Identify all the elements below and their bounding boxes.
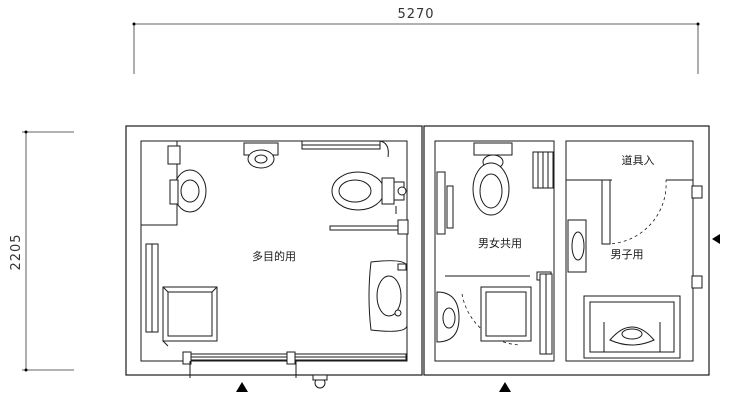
multipurpose-room: 多目的用 [140,140,409,389]
entrance-arrow-3 [712,234,720,244]
storage-label: 道具入 [622,153,655,167]
width-dimension: 5270 [132,7,700,74]
baby-station [162,286,218,342]
unisex-room-label: 男女共用 [478,236,522,250]
entrance-arrow-1 [236,382,248,392]
entrance-arrow-2 [499,382,511,392]
mens-room: 道具入 男子用 [565,140,703,362]
unisex-room: 男女共用 [434,140,555,362]
mens-room-label: 男子用 [611,248,644,261]
entrance-markers [236,234,720,392]
height-dimension: 2205 [9,130,74,372]
height-dimension-label: 2205 [9,233,24,270]
width-dimension-label: 5270 [397,7,434,22]
multipurpose-room-label: 多目的用 [252,249,296,263]
